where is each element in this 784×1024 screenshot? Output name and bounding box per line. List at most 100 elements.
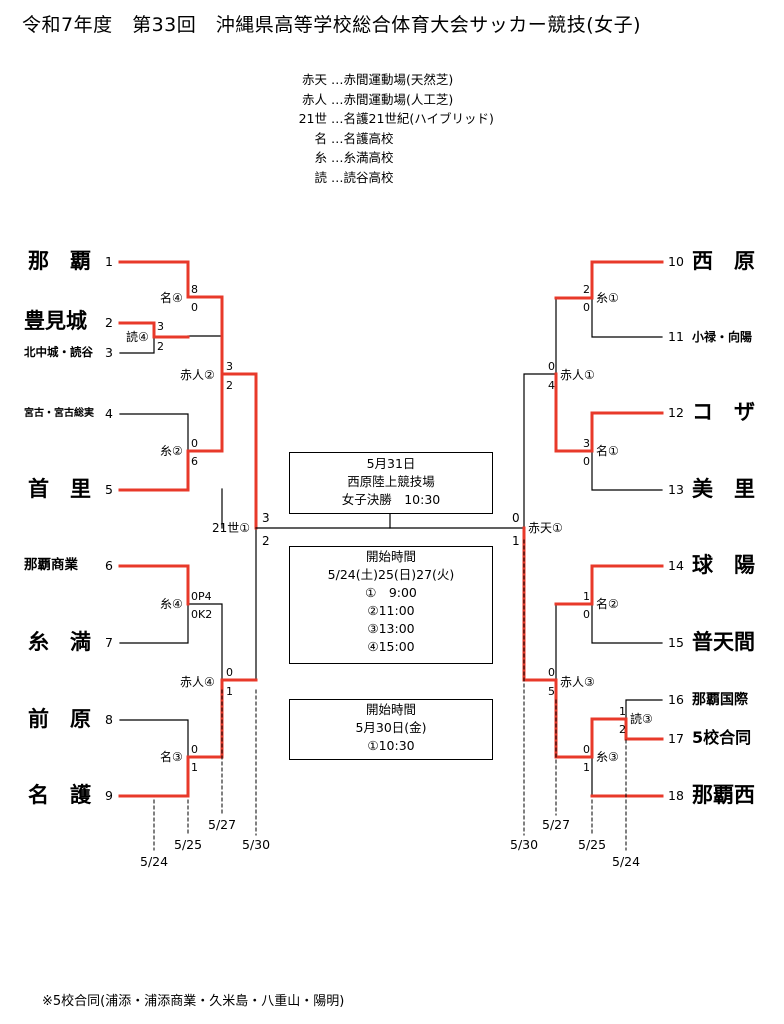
schedule-time: ①10:30 xyxy=(367,738,415,753)
team-name-left-3: 北中城・読谷 xyxy=(24,345,93,359)
score: 0 xyxy=(548,666,555,679)
legend-row: 糸…糸満高校 xyxy=(285,148,494,168)
score: 0 xyxy=(191,743,198,756)
venue-label: 赤人② xyxy=(180,368,215,382)
score: 0 xyxy=(191,301,198,314)
team-seed-left-9: 9 xyxy=(105,788,113,803)
team-name-left-8: 前 原 xyxy=(28,707,91,731)
legend-row: 読…読谷高校 xyxy=(285,168,494,188)
date-label: 5/25 xyxy=(174,837,203,852)
schedule-dates: 5/24(土)25(日)27(火) xyxy=(327,567,455,582)
score: 1 xyxy=(583,761,590,774)
venue-label: 名② xyxy=(596,597,619,611)
venue-label: 赤人④ xyxy=(180,675,215,689)
schedule-time: ① 9:00 xyxy=(365,585,417,600)
team-name-left-9: 名 護 xyxy=(28,783,91,807)
venue-label: 赤人③ xyxy=(560,675,595,689)
score: 1 xyxy=(583,590,590,603)
legend-desc: …読谷高校 xyxy=(331,169,394,185)
team-name-right-16: 那覇国際 xyxy=(692,692,748,708)
score: 0 xyxy=(583,608,590,621)
date-label: 5/24 xyxy=(140,854,169,869)
score: 0 xyxy=(548,360,555,373)
legend-abbr: 21世 xyxy=(298,111,327,126)
final-venue: 西原陸上競技場 xyxy=(347,474,435,489)
left-winner-lines xyxy=(118,260,258,798)
date-label: 5/24 xyxy=(612,854,641,869)
legend-desc: …赤間運動場(人工芝) xyxy=(331,91,454,107)
score: 3 xyxy=(583,437,590,450)
venue-label: 名③ xyxy=(160,750,183,764)
final-date: 5月31日 xyxy=(366,456,416,471)
score: 0P4 xyxy=(191,590,212,603)
date-label: 5/27 xyxy=(542,817,571,832)
right-winner-lines xyxy=(522,260,664,798)
schedule-date: 5月30日(金) xyxy=(355,720,427,735)
team-name-left-6: 那覇商業 xyxy=(24,557,78,573)
team-seed-right-10: 10 xyxy=(668,254,684,269)
team-name-right-11: 小禄・向陽 xyxy=(692,330,753,344)
date-guides xyxy=(153,539,627,851)
venue-label: 21世① xyxy=(212,521,251,535)
schedule-time: ③13:00 xyxy=(367,621,415,636)
team-seed-left-6: 6 xyxy=(105,558,113,573)
team-seed-left-4: 4 xyxy=(105,406,113,421)
score: 3 xyxy=(157,320,164,333)
venue-label: 読③ xyxy=(630,712,653,726)
legend-desc: …名護21世紀(ハイブリッド) xyxy=(331,111,494,126)
team-seed-left-7: 7 xyxy=(105,635,113,650)
team-seed-left-8: 8 xyxy=(105,712,113,727)
score: 6 xyxy=(191,455,198,468)
team-seed-right-11: 11 xyxy=(668,329,684,344)
team-name-right-10: 西 原 xyxy=(692,249,755,273)
score: 3 xyxy=(262,511,270,525)
score: 0 xyxy=(512,511,520,525)
score: 0 xyxy=(583,301,590,314)
page-title: 令和7年度 第33回 沖縄県高等学校総合体育大会サッカー競技(女子) xyxy=(22,14,642,36)
team-name-right-15: 普天間 xyxy=(692,630,755,654)
footnote: ※5校合同(浦添・浦添商業・久米島・八重山・陽明) xyxy=(42,994,345,1009)
team-seed-left-2: 2 xyxy=(105,315,113,330)
score: 1 xyxy=(619,705,626,718)
team-name-right-12: コ ザ xyxy=(692,400,755,424)
date-label: 5/25 xyxy=(578,837,607,852)
legend-abbr: 赤人 xyxy=(301,91,327,107)
score: 0 xyxy=(191,437,198,450)
schedule-title: 開始時間 xyxy=(365,549,416,564)
team-seed-right-17: 17 xyxy=(668,731,684,746)
score: 2 xyxy=(262,534,270,548)
legend-row: 名…名護高校 xyxy=(285,129,494,149)
team-seed-left-3: 3 xyxy=(105,345,113,360)
date-label: 5/27 xyxy=(208,817,237,832)
legend-desc: …名護高校 xyxy=(331,130,394,146)
team-seed-left-5: 5 xyxy=(105,482,113,497)
venue-label: 名④ xyxy=(160,291,183,305)
legend-abbr: 読 xyxy=(314,169,327,185)
schedule-box-semifinal: 開始時間 5月30日(金) ①10:30 xyxy=(289,699,493,760)
schedule-title: 開始時間 xyxy=(365,702,416,717)
score: 0K2 xyxy=(191,608,213,621)
legend-row: 赤天…赤間運動場(天然芝) xyxy=(285,70,494,90)
team-name-left-7: 糸 満 xyxy=(28,630,91,654)
score: 4 xyxy=(548,379,555,392)
score: 2 xyxy=(583,283,590,296)
date-label: 5/30 xyxy=(242,837,271,852)
score: 8 xyxy=(191,283,198,296)
score: 5 xyxy=(548,685,555,698)
team-name-right-13: 美 里 xyxy=(692,477,755,501)
team-name-left-1: 那 覇 xyxy=(28,249,91,273)
venue-legend: 赤天…赤間運動場(天然芝) 赤人…赤間運動場(人工芝) 21世 …名護21世紀(ハ… xyxy=(285,70,494,187)
legend-desc: …糸満高校 xyxy=(331,150,394,165)
legend-row: 赤人…赤間運動場(人工芝) xyxy=(285,90,494,110)
score: 2 xyxy=(619,723,626,736)
venue-label: 赤人① xyxy=(560,368,595,382)
team-seed-right-18: 18 xyxy=(668,788,684,803)
score: 0 xyxy=(583,743,590,756)
venue-label: 名① xyxy=(596,444,619,458)
score: 1 xyxy=(512,534,520,548)
final-match: 女子決勝 10:30 xyxy=(341,492,441,507)
schedule-time: ④15:00 xyxy=(367,639,415,654)
score: 2 xyxy=(226,379,233,392)
venue-label: 糸① xyxy=(596,291,619,305)
score: 3 xyxy=(226,360,233,373)
